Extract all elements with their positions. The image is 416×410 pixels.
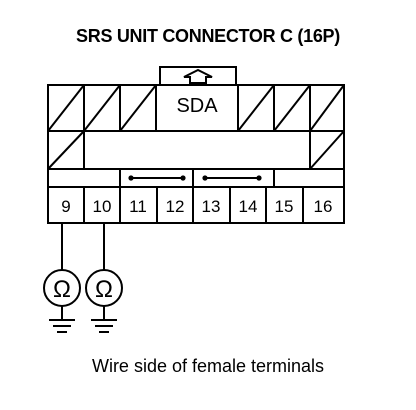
pin-label-12: 12 bbox=[166, 197, 185, 216]
pin-label-9: 9 bbox=[61, 197, 70, 216]
pin-label-10: 10 bbox=[93, 197, 112, 216]
lock-arrow-icon bbox=[183, 68, 213, 84]
ground-icon bbox=[91, 306, 117, 333]
pin-label-14: 14 bbox=[239, 197, 258, 216]
svg-text:Ω: Ω bbox=[95, 276, 113, 303]
pin-label-16: 16 bbox=[314, 197, 333, 216]
pin-label-11: 11 bbox=[129, 197, 147, 216]
svg-text:Ω: Ω bbox=[53, 276, 71, 303]
lock-tab bbox=[159, 66, 237, 85]
pin-label-15: 15 bbox=[275, 197, 294, 216]
diagram-caption: Wire side of female terminals bbox=[91, 356, 325, 376]
lock-label: SDA bbox=[176, 95, 218, 117]
page-title: SRS UNIT CONNECTOR C (16P) bbox=[76, 26, 340, 46]
ohmmeter-icon: Ω bbox=[85, 269, 123, 307]
connector-body bbox=[47, 84, 345, 224]
pin-label-13: 13 bbox=[202, 197, 221, 216]
ground-icon bbox=[49, 306, 75, 333]
ohmmeter-icon: Ω bbox=[43, 269, 81, 307]
